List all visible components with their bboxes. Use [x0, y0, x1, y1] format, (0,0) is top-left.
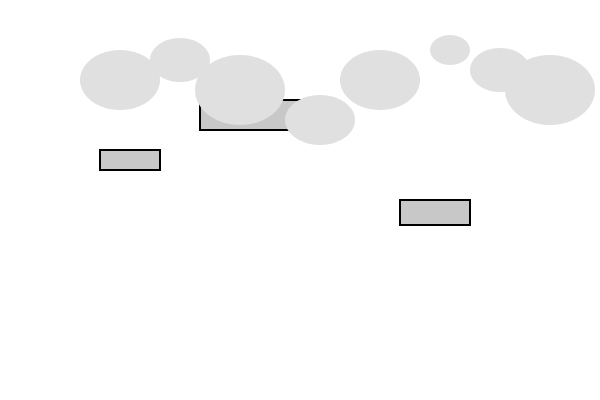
- cloud-1: [80, 50, 160, 110]
- cloud-6: [430, 35, 470, 65]
- cloud-8: [505, 55, 595, 125]
- platform-right: [399, 199, 471, 226]
- cloud-2: [150, 38, 210, 82]
- platform-left: [99, 149, 161, 171]
- cloud-5: [340, 50, 420, 110]
- cloud-3: [195, 55, 285, 125]
- cloud-4: [285, 95, 355, 145]
